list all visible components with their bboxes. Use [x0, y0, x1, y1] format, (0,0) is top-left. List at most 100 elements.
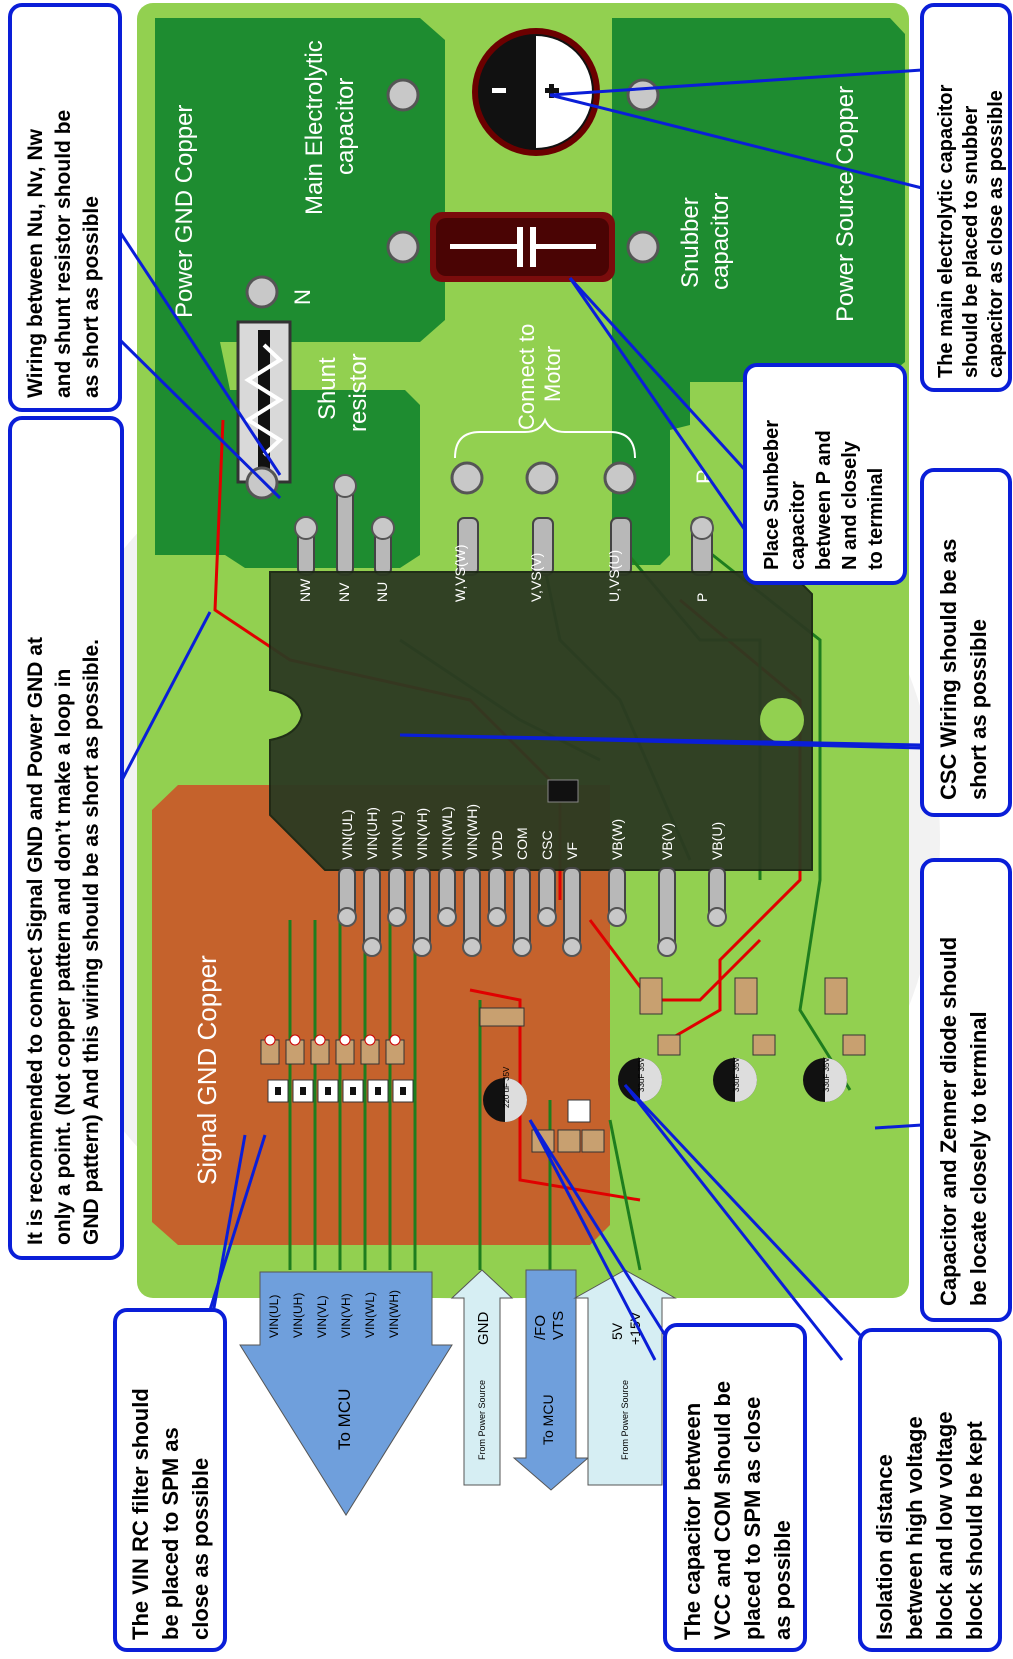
- callout-text: between P and: [813, 430, 835, 570]
- callout-text: Wiring between Nu, Nv, Nw: [24, 128, 47, 398]
- rc-capacitor-mark: [275, 1087, 281, 1095]
- bottom-lead-pad: [387, 907, 407, 927]
- shunt-pad-bottom: [245, 466, 279, 500]
- lead-top-nu-pad: [371, 516, 395, 540]
- callout-box-vin-rc: [113, 1308, 227, 1652]
- module-pin-label: VIN(WL): [439, 806, 455, 860]
- motor-pad-w: [450, 461, 484, 495]
- motor-pad-u: [603, 461, 637, 495]
- fo-label-2: VTS: [550, 1311, 567, 1340]
- bootstrap-resistor: [752, 1034, 776, 1056]
- module-pin-label: VIN(WH): [464, 804, 480, 860]
- rc-via: [314, 1034, 326, 1046]
- main-electrolytic-capacitor: [472, 28, 600, 156]
- bottom-lead-pad: [337, 907, 357, 927]
- callout-text: and shunt resistor should be: [52, 110, 75, 398]
- shunt-label-2: resistor: [345, 353, 372, 432]
- shunt-label-1: Shunt: [314, 357, 341, 420]
- module-pin-label: VIN(VH): [414, 808, 430, 860]
- main-cap-label-1: Main Electrolytic: [301, 40, 328, 215]
- bottom-lead-pad: [362, 937, 382, 957]
- module-pin-label: W,VS(W): [452, 544, 468, 602]
- to-mcu-label: To MCU: [335, 1389, 354, 1450]
- motor-pad-v: [525, 461, 559, 495]
- callout-text: between high voltage: [902, 1416, 927, 1640]
- bootstrap-cap-band: [640, 1058, 662, 1102]
- bottom-leads: [337, 867, 727, 957]
- supply-from-label: From Power Source: [620, 1380, 630, 1460]
- fo-to-label: To MCU: [540, 1394, 556, 1445]
- supply-label-1: 5V: [609, 1322, 625, 1340]
- rc-via: [364, 1034, 376, 1046]
- bottom-lead-pad: [607, 907, 627, 927]
- to-mcu-pin-label: VIN(UH): [291, 1293, 305, 1338]
- callout-text: Place Sunbeber: [761, 420, 783, 570]
- connect-motor-label-1: Connect to: [514, 324, 539, 430]
- callout-text: The capacitor between: [680, 1403, 705, 1640]
- vin-rc-filters: [260, 1034, 414, 1103]
- bootstrap-resistor: [657, 1034, 681, 1056]
- callout-text: be placed to SPM as: [158, 1427, 183, 1640]
- callout-text: to terminal: [865, 468, 887, 570]
- bootstrap-cap-band: [735, 1058, 757, 1102]
- bottom-lead-pad: [412, 937, 432, 957]
- to-mcu-pin-labels: VIN(UL)VIN(UH)VIN(VL)VIN(VH)VIN(WL)VIN(W…: [267, 1290, 401, 1338]
- bootstrap-cap-label: 33uF 35V: [637, 1057, 646, 1092]
- fo-arrow: [512, 1269, 590, 1491]
- shunt-resistor: [236, 320, 292, 484]
- callout-text: block and low voltage: [932, 1411, 957, 1640]
- vdd-electrolytic-cap: 220 uF 35V: [483, 1066, 527, 1122]
- module-hole: [760, 698, 804, 742]
- snubber-pad-right: [626, 230, 660, 264]
- gnd-from-label: From Power Source: [477, 1380, 487, 1460]
- rc-via: [339, 1034, 351, 1046]
- snubber-pad-left: [386, 230, 420, 264]
- callout-box-csc: [920, 468, 1012, 817]
- main-cap-pad-right: [626, 78, 660, 112]
- to-mcu-pin-label: VIN(VL): [315, 1295, 329, 1338]
- bootstrap-cap-label: 33uF 35V: [822, 1057, 831, 1092]
- callout-text: placed to SPM as close: [740, 1397, 765, 1640]
- callout-text: as possible: [770, 1520, 795, 1640]
- module-pin-label: VB(W): [609, 819, 625, 860]
- bottom-lead-pad: [437, 907, 457, 927]
- bootstrap-cap-label: 33uF 35V: [732, 1057, 741, 1092]
- callout-box-wiring-n: [8, 3, 122, 412]
- gnd-label: GND: [475, 1312, 492, 1346]
- callout-text: short as possible: [966, 619, 991, 800]
- bottom-lead-pad: [537, 907, 557, 927]
- to-mcu-pin-label: VIN(UL): [267, 1295, 281, 1338]
- rc-via: [289, 1034, 301, 1046]
- bootstrap-cap-band: [825, 1058, 847, 1102]
- vdd-cap-label: 220 uF 35V: [502, 1066, 511, 1108]
- callout-text: close as possible: [188, 1458, 213, 1640]
- shunt-pad-top: [245, 275, 279, 309]
- callout-text: only a point. (Not copper pattern and do…: [52, 669, 75, 1245]
- module-center-pad: [547, 779, 579, 803]
- bottom-lead-pad: [462, 937, 482, 957]
- callout-text: capacitor as close as possible: [985, 90, 1007, 378]
- callout-leader-lines: [118, 68, 923, 1361]
- to-mcu-arrow: [239, 1271, 453, 1516]
- power-gnd-copper-label: Power GND Copper: [171, 105, 198, 318]
- to-mcu-pin-label: VIN(WL): [363, 1292, 377, 1338]
- module-pin-label: V,VS(V): [528, 553, 544, 602]
- rc-capacitor-mark: [400, 1087, 406, 1095]
- module-pin-label: NV: [336, 582, 352, 602]
- rc-capacitor-mark: [350, 1087, 356, 1095]
- zener-diode: [824, 977, 848, 1015]
- supply-label-2: +15V: [627, 1311, 643, 1345]
- snubber-capacitor: [430, 212, 615, 282]
- callout-text: should be placed to snubber: [960, 106, 982, 378]
- gnd-arrow: [450, 1269, 514, 1486]
- callout-box-main-cap: [920, 3, 1012, 392]
- vdd-smd-parts: [479, 1007, 605, 1153]
- callout-box-isolation: [858, 1328, 1002, 1652]
- callout-box-snubber-place: [743, 363, 907, 585]
- callout-box-vcc-com: [663, 1323, 807, 1652]
- module-pin-label: CSC: [539, 830, 555, 860]
- module-pin-label: COM: [514, 827, 530, 860]
- module-pin-label: VB(V): [659, 823, 675, 860]
- rc-capacitor-mark: [325, 1087, 331, 1095]
